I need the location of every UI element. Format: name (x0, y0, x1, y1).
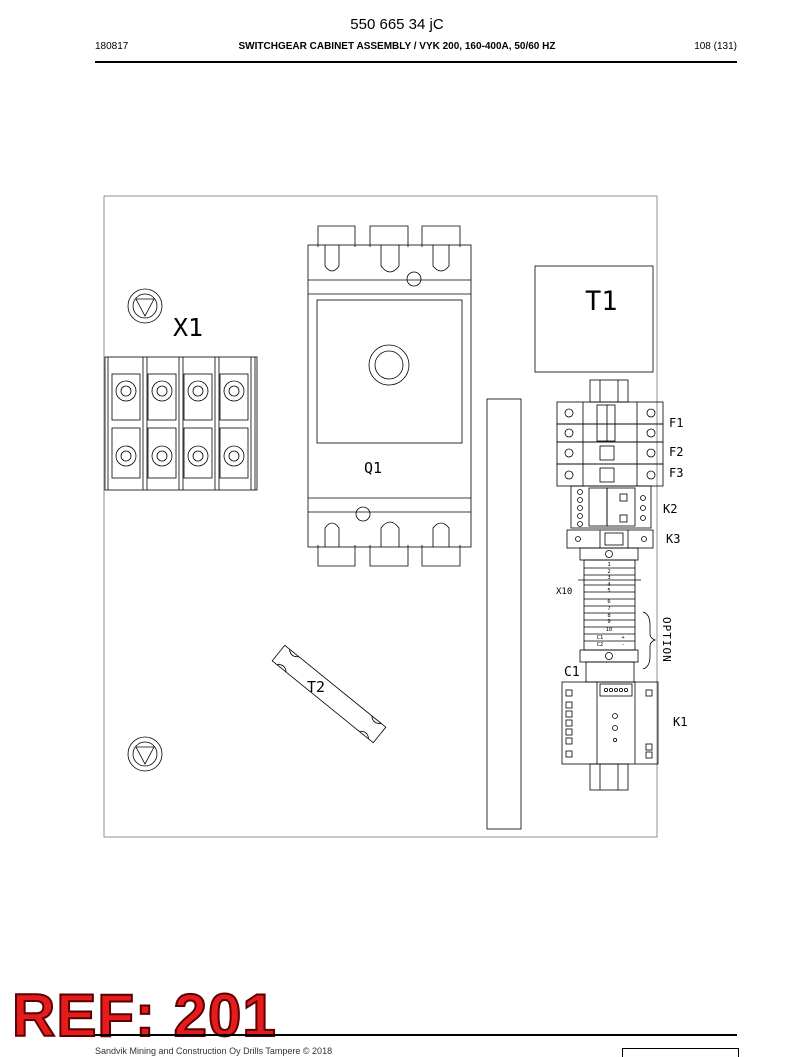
x10-terminal-4: 4 (607, 582, 611, 588)
label-f2: F2 (669, 445, 683, 459)
footer-rule (95, 1034, 737, 1036)
k1-contactor (561, 681, 659, 791)
x10-terminal-c1: C1 (597, 635, 604, 641)
x10-terminal-10: 10 (606, 627, 613, 633)
label-f1: F1 (669, 416, 683, 430)
x10-terminal-strip (578, 547, 657, 670)
x10-terminal-1: 1 (607, 562, 610, 568)
din-rail-stop-top (589, 379, 629, 403)
x10-terminal-6: 6 (607, 599, 610, 605)
label-k3: K3 (666, 532, 680, 546)
label-q1: Q1 (364, 459, 382, 477)
label-option: OPTION (660, 617, 673, 663)
header-rule (95, 61, 737, 63)
label-k2: K2 (663, 502, 677, 516)
footer-copyright: Sandvik Mining and Construction Oy Drill… (95, 1046, 333, 1056)
header-page-number: 108 (131) (694, 41, 737, 52)
k3-relay (566, 529, 654, 549)
x10-sign-minus: - (621, 642, 624, 648)
x10-terminal-9: 9 (607, 619, 610, 625)
header-date: 180817 (95, 41, 129, 52)
x1-terminal-block (104, 356, 258, 491)
x10-terminal-2: 2 (607, 569, 610, 575)
document-id: 550 665 34 jC (350, 16, 444, 33)
x10-terminal-5: 5 (607, 588, 610, 594)
label-t2: T2 (307, 678, 325, 696)
reference-stamp: REF: 201 (11, 982, 277, 1049)
cable-duct (486, 398, 522, 830)
mounting-screw-top (127, 288, 163, 324)
x10-terminal-8: 8 (607, 613, 610, 619)
label-c1: C1 (564, 665, 580, 680)
label-x1: X1 (173, 313, 203, 342)
t1-transformer (534, 265, 654, 373)
x10-terminal-c2: C2 (597, 642, 604, 648)
t2-component (271, 644, 387, 744)
k2-relay (570, 485, 652, 529)
mounting-screw-bottom (127, 736, 163, 772)
c1-capacitor (585, 661, 635, 683)
label-x10: X10 (556, 587, 572, 597)
x10-terminal-3: 3 (607, 575, 610, 581)
label-t1: T1 (585, 286, 618, 317)
label-f3: F3 (669, 466, 683, 480)
header-title: SWITCHGEAR CABINET ASSEMBLY / VYK 200, 1… (238, 41, 556, 52)
x10-terminal-7: 7 (607, 606, 610, 612)
mounting-plate (103, 195, 658, 838)
fuse-group (556, 401, 664, 487)
q1-main-switch (307, 225, 472, 567)
x10-sign-plus: + (621, 635, 625, 641)
label-k1: K1 (673, 715, 687, 729)
